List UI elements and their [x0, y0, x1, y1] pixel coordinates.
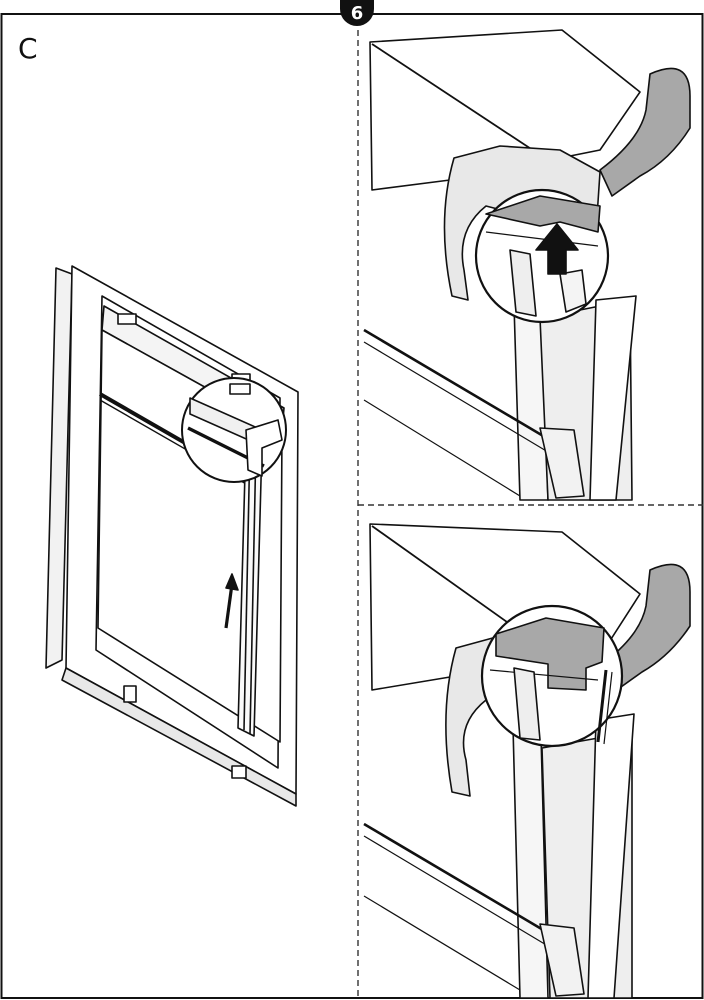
detail-top: [363, 29, 691, 501]
zoom-detail-bottom: [489, 617, 613, 745]
zoom-detail-left: [187, 383, 283, 477]
panel-letter: C: [18, 32, 38, 65]
zoom-detail-top: [485, 195, 601, 317]
step-number-badge: 6: [340, 0, 374, 26]
detail-bottom: [363, 523, 691, 999]
window-overview: [45, 265, 299, 807]
